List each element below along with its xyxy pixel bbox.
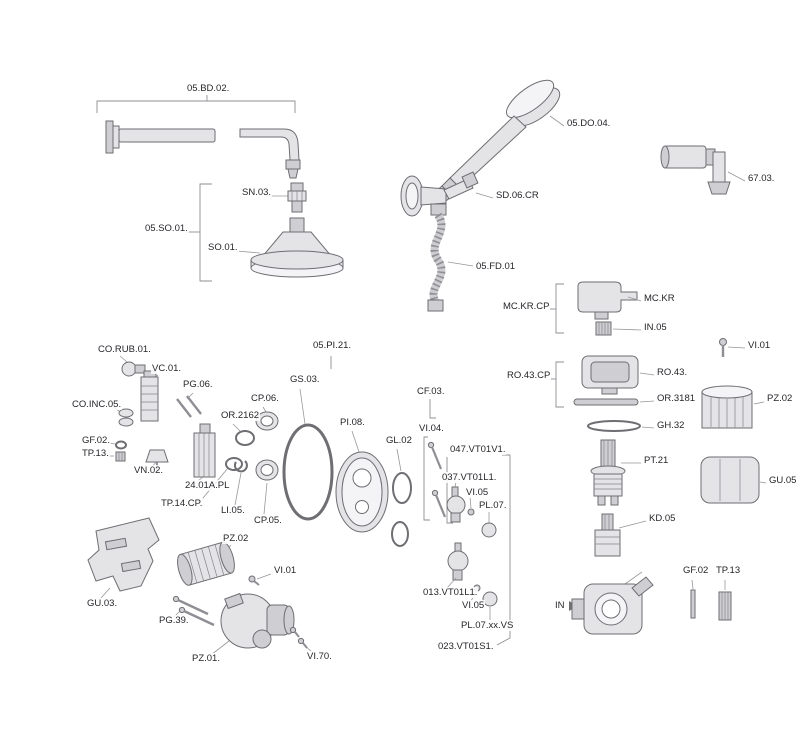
part-label-vi-01-right: VI.01 — [747, 340, 772, 351]
part-label-kd-05: KD.05 — [648, 513, 677, 524]
part-label-in-05: IN.05 — [643, 322, 668, 333]
part-label-ro-43: RO.43. — [656, 367, 689, 378]
guide-gu05-part — [700, 456, 767, 504]
part-label-mc-kr-cp: MC.KR.CP — [502, 301, 551, 312]
part-label-sd-06-cr: SD.06.CR — [495, 190, 540, 201]
part-label-05-do-04: 05.DO.04. — [566, 118, 612, 129]
shower-head-part — [235, 217, 344, 278]
part-label-05-bd-02: 05.BD.02. — [186, 83, 231, 94]
part-label-tp-14-cp: TP.14.CP. — [160, 498, 204, 509]
left-valve-cluster — [107, 355, 412, 547]
part-label-05-fd-01: 05.FD.01 — [475, 261, 517, 272]
part-label-gl-02: GL.02 — [385, 435, 413, 446]
part-label-pg-06: PG.06. — [182, 379, 214, 390]
part-label-co-rub-01: CO.RUB.01. — [97, 344, 152, 355]
part-label-pl-07-xx-vs: PL.07.xx.VS — [460, 620, 515, 631]
part-label-tp-13-right: TP.13 — [715, 565, 742, 576]
part-label-tp-13-left: TP.13. — [81, 448, 110, 459]
flex-hose-part — [427, 203, 474, 312]
part-label-so-01: SO.01. — [207, 242, 239, 253]
diverter-group — [423, 399, 511, 646]
part-label-gf-02-left: GF.02. — [81, 435, 111, 446]
part-label-or-2162: OR.2162 — [220, 410, 261, 421]
part-label-gu-03: GU.03. — [86, 598, 119, 609]
part-label-cp-05: CP.05. — [253, 515, 283, 526]
part-label-gs-03: GS.03. — [289, 374, 321, 385]
part-label-vi-70: VI.70. — [306, 651, 333, 662]
smallparts-bottom-right — [690, 579, 732, 621]
part-label-vc-01: VC.01. — [151, 363, 183, 374]
part-label-05-so-01: 05.SO.01. — [144, 223, 189, 234]
hand-shower-part — [435, 79, 565, 202]
part-label-vi-04: VI.04. — [418, 423, 445, 434]
part-label-ro-43-cp: RO.43.CP — [506, 370, 552, 381]
part-label-cf-03: CF.03. — [416, 386, 446, 397]
cartridge-pt21-part — [590, 439, 641, 506]
part-label-co-inc-05: CO.INC.05. — [71, 399, 123, 410]
part-label-037-vt01l1: 037.VT01L1. — [441, 472, 498, 483]
bottom-left-group — [87, 517, 313, 656]
ring-gh32-part — [587, 420, 655, 432]
part-label-047-vt01v1: 047.VT01V1. — [449, 444, 507, 455]
part-label-pi-08: PI.08. — [339, 417, 366, 428]
part-label-vi-01-mid: VI.01 — [273, 565, 298, 576]
part-label-li-05: LI.05. — [220, 505, 246, 516]
shower-arm-part — [96, 95, 301, 179]
part-label-pz-01: PZ.01. — [191, 653, 221, 664]
part-label-24-01a-pl: 24.01A.PL — [184, 480, 231, 491]
part-label-pz-02-mid: PZ.02 — [222, 533, 250, 544]
part-label-023-vt01s1: 023.VT01S1. — [437, 641, 495, 652]
part-label-vi-05-a: VI.05 — [465, 487, 490, 498]
wall-union-part — [660, 145, 746, 195]
inlet-body-part — [569, 571, 654, 635]
part-label-gh-32: GH.32 — [656, 420, 686, 431]
shower-head-group-bracket — [186, 183, 212, 282]
part-label-or-3181: OR.3181 — [656, 393, 697, 404]
part-label-sn-03: SN.03. — [241, 187, 273, 198]
hand-shower-holder-part — [400, 171, 494, 217]
part-label-pt-21: PT.21 — [643, 455, 670, 466]
part-label-67-03: 67.03. — [747, 173, 776, 184]
part-label-013-vt01l1: 013.VT01L1. — [422, 587, 479, 598]
part-label-vi-05-b: VI.05 — [461, 600, 486, 611]
cap-pz02-right-part — [701, 385, 765, 429]
part-label-in: IN — [554, 600, 566, 611]
arm-connector-part — [266, 182, 307, 213]
part-label-05-pi-21: 05.PI.21. — [312, 340, 353, 351]
cartridge-kd05-part — [594, 513, 647, 557]
part-label-gu-05: GU.05 — [768, 475, 798, 486]
handle-mckr-part — [550, 281, 642, 336]
part-label-cp-06: CP.06. — [250, 393, 280, 404]
screw-vi01-right-part — [719, 338, 746, 357]
part-label-vn-02: VN.02. — [133, 465, 165, 476]
part-label-pz-02-right: PZ.02 — [766, 393, 794, 404]
part-label-gf-02-right: GF.02 — [682, 565, 710, 576]
handle-ro43-part — [550, 355, 655, 408]
part-label-mc-kr: MC.KR — [643, 293, 676, 304]
part-label-pg-39: PG.39. — [158, 615, 190, 626]
part-label-pl-07: PL.07. — [478, 500, 508, 511]
